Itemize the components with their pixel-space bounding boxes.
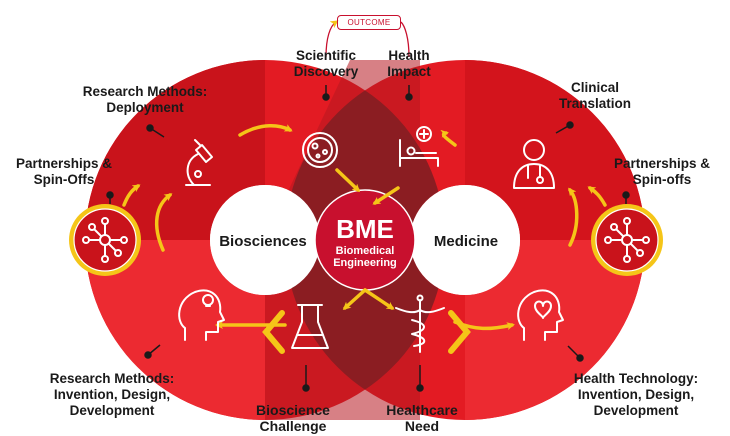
- overlap-region: [285, 60, 445, 420]
- doctor-icon: [513, 139, 555, 189]
- leader-lines: [106, 85, 630, 392]
- outcome-box: OUTCOME: [337, 15, 401, 30]
- biosciences-hole: [210, 185, 320, 295]
- health-impact-label: Health Impact: [387, 48, 431, 79]
- partnerships-left-label: Partnerships & Spin-Offs: [15, 156, 113, 187]
- partnerships-right-label: Partnerships & Spin-offs: [613, 156, 711, 187]
- research-invention-label: Research Methods: Invention, Design, Dev…: [49, 371, 175, 418]
- petri-dish-icon: [302, 132, 338, 168]
- clinical-translation-label: Clinical Translation: [558, 80, 631, 111]
- medicine-label: Medicine: [434, 233, 498, 250]
- microscope-icon: [185, 139, 213, 186]
- beaker-icon: [291, 304, 329, 349]
- bioscience-challenge-label: Bioscience Challenge: [256, 402, 330, 434]
- scientific-discovery-label: Scientific Discovery: [293, 48, 359, 79]
- bme-subtitle-1: Biomedical: [336, 245, 395, 257]
- medicine-hole: [410, 185, 520, 295]
- partnerships-badge-left: [69, 204, 141, 276]
- cycle-arrows: [122, 124, 607, 331]
- health-technology-label: Health Technology: Invention, Design, De…: [573, 371, 699, 418]
- research-deployment-label: Research Methods: Deployment: [82, 84, 208, 115]
- biosciences-label: Biosciences: [219, 233, 307, 250]
- outcome-arrow-right: [400, 21, 410, 58]
- bme-subtitle-2: Engineering: [333, 257, 397, 269]
- network-icon: [82, 217, 128, 263]
- caduceus-icon: [395, 294, 445, 353]
- chevron-right-icon: [448, 310, 471, 354]
- partnerships-badge-right: [591, 204, 663, 276]
- chevron-left-icon: [262, 310, 285, 354]
- head-heart-icon: [517, 289, 564, 341]
- network-icon: [604, 217, 650, 263]
- outcome-arrow-left: [325, 20, 339, 58]
- bme-title: BME: [336, 214, 394, 244]
- hospital-bed-icon: [399, 126, 439, 167]
- head-lightbulb-icon: [178, 289, 225, 341]
- healthcare-need-label: Healthcare Need: [386, 402, 458, 434]
